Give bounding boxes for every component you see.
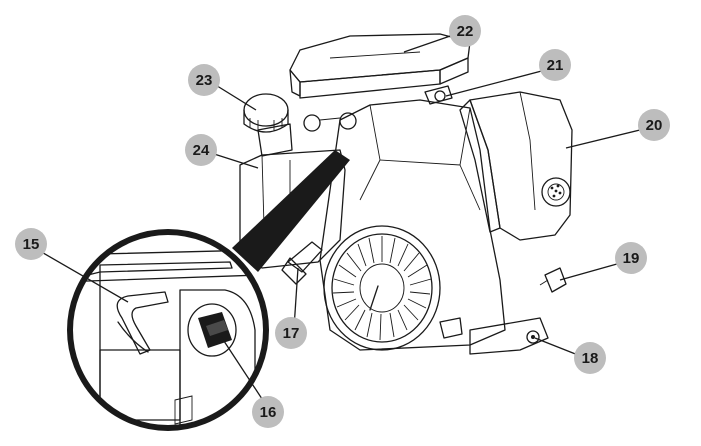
engine-shroud bbox=[319, 85, 506, 351]
callout-17-label: 17 bbox=[283, 325, 300, 342]
callout-23: 23 bbox=[188, 64, 220, 96]
recoil-starter bbox=[323, 225, 441, 351]
callout-15: 15 bbox=[15, 228, 47, 260]
callout-20-label: 20 bbox=[646, 117, 663, 134]
spark-plug bbox=[424, 85, 453, 105]
callout-16: 16 bbox=[252, 396, 284, 428]
callout-15-label: 15 bbox=[23, 236, 40, 253]
engine-base bbox=[439, 317, 549, 355]
callout-19: 19 bbox=[615, 242, 647, 274]
callout-18-label: 18 bbox=[582, 350, 599, 367]
callout-18: 18 bbox=[574, 342, 606, 374]
fuel-cap bbox=[243, 93, 293, 157]
muffler-vent-holes bbox=[550, 184, 562, 198]
callout-21: 21 bbox=[539, 49, 571, 81]
callout-17: 17 bbox=[275, 317, 307, 349]
oil-filler-cap bbox=[539, 267, 567, 293]
callout-23-label: 23 bbox=[196, 72, 213, 89]
fuel-valve bbox=[303, 112, 357, 132]
callout-20: 20 bbox=[638, 109, 670, 141]
callout-19-label: 19 bbox=[623, 250, 640, 267]
callout-21-label: 21 bbox=[547, 57, 564, 74]
callout-22: 22 bbox=[449, 15, 481, 47]
starter-fins bbox=[332, 236, 432, 341]
callout-24-label: 24 bbox=[193, 142, 210, 159]
callout-16-label: 16 bbox=[260, 404, 277, 421]
fuel-line-clamp bbox=[116, 291, 169, 355]
air-cleaner-cover bbox=[289, 33, 471, 99]
starter-grip bbox=[281, 241, 323, 285]
zoom-leader bbox=[232, 150, 350, 272]
callout-22-label: 22 bbox=[457, 23, 474, 40]
oil-drain-plug bbox=[526, 330, 540, 344]
callout-24: 24 bbox=[185, 134, 217, 166]
zoom-inset bbox=[67, 229, 269, 431]
muffler bbox=[459, 91, 573, 241]
